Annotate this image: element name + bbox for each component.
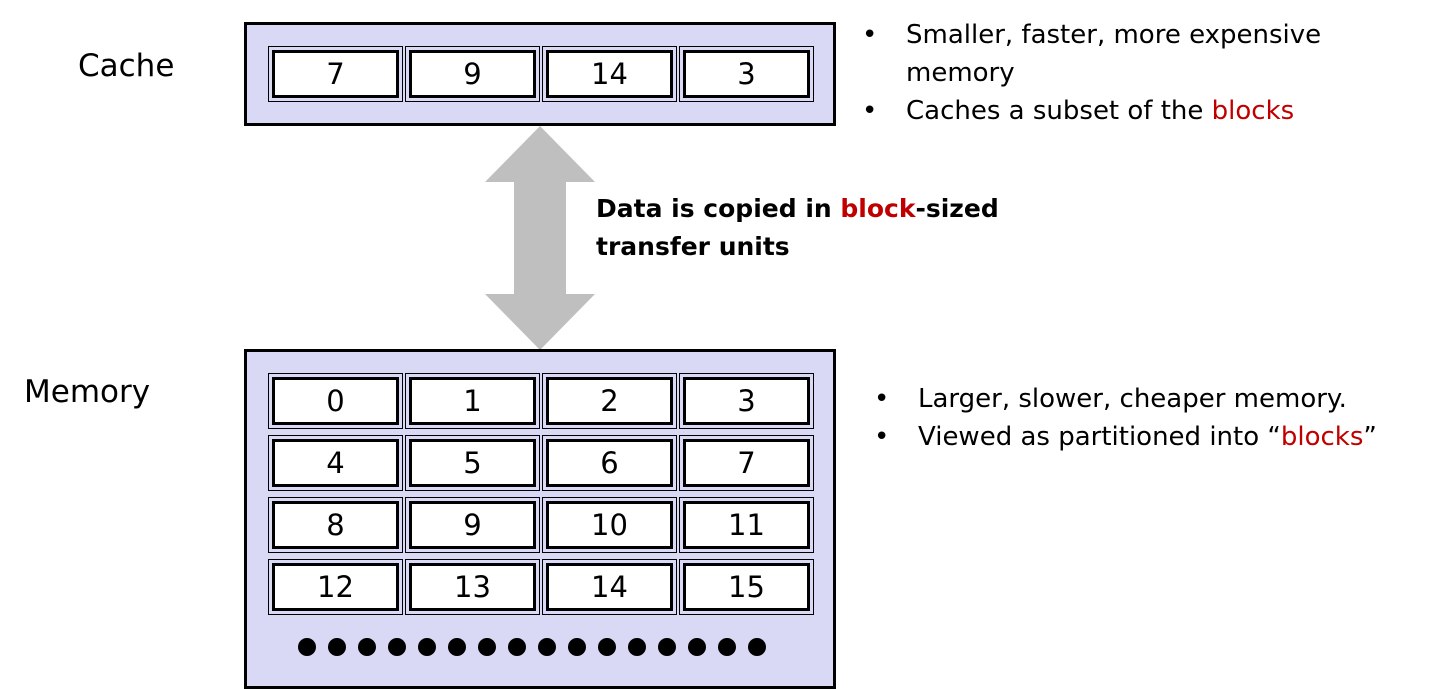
transfer-line-1: Data is copied in block-sized <box>596 190 999 228</box>
double-arrow-icon <box>485 126 595 350</box>
cache-block: 14 <box>542 46 677 102</box>
memory-block: 3 <box>679 373 814 429</box>
memory-block: 6 <box>542 435 677 491</box>
memory-block: 7 <box>679 435 814 491</box>
memory-block: 8 <box>268 497 403 553</box>
block-highlight: block <box>840 194 916 223</box>
memory-block: 0 <box>268 373 403 429</box>
memory-bullet-2-text: Viewed as partitioned into “ <box>918 422 1281 452</box>
transfer-suffix: -sized <box>915 194 999 223</box>
cache-bullet-2: • Caches a subset of the blocks <box>862 92 1321 130</box>
memory-block: 12 <box>268 559 403 615</box>
cache-bullet-2-text: Caches a subset of the <box>906 96 1212 126</box>
memory-bullet-2-suffix: ” <box>1363 422 1377 452</box>
cache-bullet-1-line1: Smaller, faster, more expensive <box>906 20 1322 50</box>
cache-label: Cache <box>78 48 175 84</box>
memory-block: 14 <box>542 559 677 615</box>
memory-bullet-2: • Viewed as partitioned into “blocks” <box>874 418 1377 456</box>
transfer-caption: Data is copied in block-sized transfer u… <box>596 190 999 266</box>
cache-bullets: • Smaller, faster, more expensive memory… <box>862 16 1321 130</box>
memory-block: 9 <box>405 497 540 553</box>
memory-block: 4 <box>268 435 403 491</box>
memory-block: 2 <box>542 373 677 429</box>
memory-block: 10 <box>542 497 677 553</box>
blocks-highlight: blocks <box>1280 422 1364 452</box>
memory-bullets: • Larger, slower, cheaper memory. • View… <box>874 380 1377 456</box>
bullet-dot: • <box>874 422 890 452</box>
bullet-dot: • <box>862 96 878 126</box>
cache-block: 7 <box>268 46 403 102</box>
bullet-dot: • <box>874 384 890 414</box>
bullet-dot: • <box>862 20 878 50</box>
cache-bullet-1: • Smaller, faster, more expensive memory <box>862 16 1321 92</box>
cache-block: 3 <box>679 46 814 102</box>
memory-block: 1 <box>405 373 540 429</box>
memory-block: 15 <box>679 559 814 615</box>
memory-label: Memory <box>24 374 151 410</box>
cache-block: 9 <box>405 46 540 102</box>
blocks-highlight: blocks <box>1211 96 1295 126</box>
memory-block: 5 <box>405 435 540 491</box>
transfer-line-2: transfer units <box>596 232 790 261</box>
ellipsis-dots-icon <box>298 638 766 656</box>
memory-bullet-1-text: Larger, slower, cheaper memory. <box>918 384 1347 414</box>
transfer-prefix: Data is copied in <box>596 194 841 223</box>
memory-block: 11 <box>679 497 814 553</box>
memory-bullet-1: • Larger, slower, cheaper memory. <box>874 380 1377 418</box>
memory-block: 13 <box>405 559 540 615</box>
cache-bullet-1-line2: memory <box>906 58 1015 88</box>
